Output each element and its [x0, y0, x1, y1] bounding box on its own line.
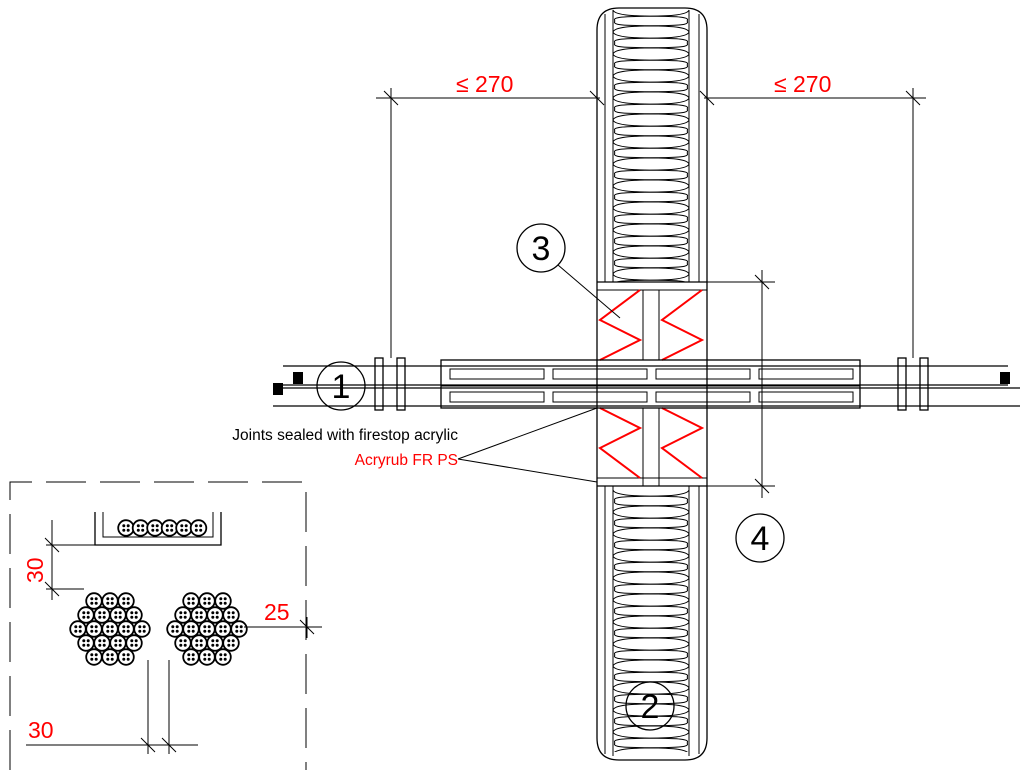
cable-end-cap-right — [1000, 372, 1010, 384]
wall-top-section — [596, 7, 708, 282]
mineral-wool-insulation-top — [613, 9, 689, 282]
cable-cross-section — [182, 620, 200, 638]
cable-cross-section — [85, 620, 103, 638]
cable-cross-section — [117, 620, 135, 638]
cable-cross-section — [101, 620, 119, 638]
dimension-seal-height — [707, 270, 775, 498]
cable-cross-section — [85, 592, 103, 610]
cable-cross-section — [175, 519, 193, 537]
cable-cross-section — [206, 606, 224, 624]
cable-cross-section — [131, 519, 150, 537]
cable-cross-section — [69, 620, 87, 638]
cable-cross-section — [101, 648, 119, 666]
callout-3: 3 — [516, 223, 621, 319]
dimension-edge-distance: 25 — [244, 599, 322, 638]
cable-cross-section — [214, 648, 232, 666]
dim-tray-gap-label: 30 — [22, 557, 48, 583]
cable-cross-section — [109, 606, 127, 624]
sealant-note-product: Acryrub FR PS — [355, 452, 458, 469]
cable-cross-section — [174, 634, 192, 652]
cable-cross-section — [85, 648, 103, 666]
mineral-wool-insulation-bottom — [613, 490, 689, 752]
cable-cross-section — [160, 519, 179, 537]
cable-cross-section — [222, 634, 240, 652]
cable-cross-section — [222, 606, 240, 624]
cable-bundle-left — [69, 592, 151, 666]
cable-cross-section — [77, 634, 95, 652]
cable-cross-section — [109, 634, 127, 652]
cable-cross-section — [189, 519, 208, 537]
cable-cross-section — [198, 592, 216, 610]
seal-opening — [596, 281, 708, 487]
callout-4-label: 4 — [751, 520, 770, 558]
cable-bundle-right — [166, 592, 248, 666]
coated-cable-segments — [449, 368, 854, 403]
callout-1: 1 — [316, 361, 366, 411]
cable-cross-section — [133, 620, 151, 638]
cable-cross-section — [117, 648, 135, 666]
cable-tray-section — [94, 512, 222, 546]
dimension-bundle-gap: 30 — [26, 660, 198, 754]
cable-cross-section — [182, 592, 200, 610]
cable-cross-section-inset: 30 25 30 — [9, 481, 322, 770]
cable-cross-section — [125, 634, 143, 652]
callout-3-label: 3 — [532, 230, 551, 268]
dim-left-270-label: ≤ 270 — [456, 71, 513, 97]
cable-cross-section — [182, 648, 200, 666]
coated-cable-zone — [440, 359, 861, 409]
acrylic-sealant-zigzags — [598, 289, 705, 479]
cable-cross-section — [77, 606, 95, 624]
dimension-right-270: ≤ 270 — [699, 71, 926, 358]
cable-cross-section — [93, 606, 111, 624]
sealant-note-line1: Joints sealed with firestop acrylic — [232, 427, 458, 444]
cable-cross-section — [93, 634, 111, 652]
cable-cross-section — [190, 606, 208, 624]
callout-2: 2 — [625, 681, 675, 731]
dimension-left-270: ≤ 270 — [376, 71, 605, 358]
cable-cross-section — [214, 620, 232, 638]
cable-cross-section — [198, 648, 216, 666]
cable-cross-section — [146, 519, 164, 537]
cable-cross-section — [117, 592, 135, 610]
cable-end-cap-left-2 — [293, 372, 303, 384]
cable-cross-section — [174, 606, 192, 624]
cable-end-cap-left — [273, 383, 283, 395]
cable-cross-section — [230, 620, 248, 638]
dim-edge-distance-label: 25 — [264, 599, 290, 625]
sealant-note: Joints sealed with firestop acrylic Acry… — [232, 407, 598, 483]
cable-tray-run — [273, 357, 1020, 411]
cable-cross-section — [198, 620, 216, 638]
dim-right-270-label: ≤ 270 — [774, 71, 831, 97]
callout-1-label: 1 — [332, 368, 351, 406]
cable-cross-section — [101, 592, 119, 610]
cable-cross-section — [117, 519, 135, 537]
cable-cross-section — [214, 592, 232, 610]
dimension-tray-gap: 30 — [22, 520, 95, 600]
cable-cross-section — [125, 606, 143, 624]
wall-bottom-section — [596, 486, 708, 761]
cable-cross-section — [206, 634, 224, 652]
cable-cross-section — [166, 620, 184, 638]
cable-clamps — [374, 357, 929, 411]
callout-2-label: 2 — [641, 688, 660, 726]
dim-bundle-gap-label: 30 — [28, 717, 54, 743]
cable-cross-section — [190, 634, 208, 652]
tray-cables — [117, 519, 208, 537]
callout-4: 4 — [735, 513, 785, 563]
